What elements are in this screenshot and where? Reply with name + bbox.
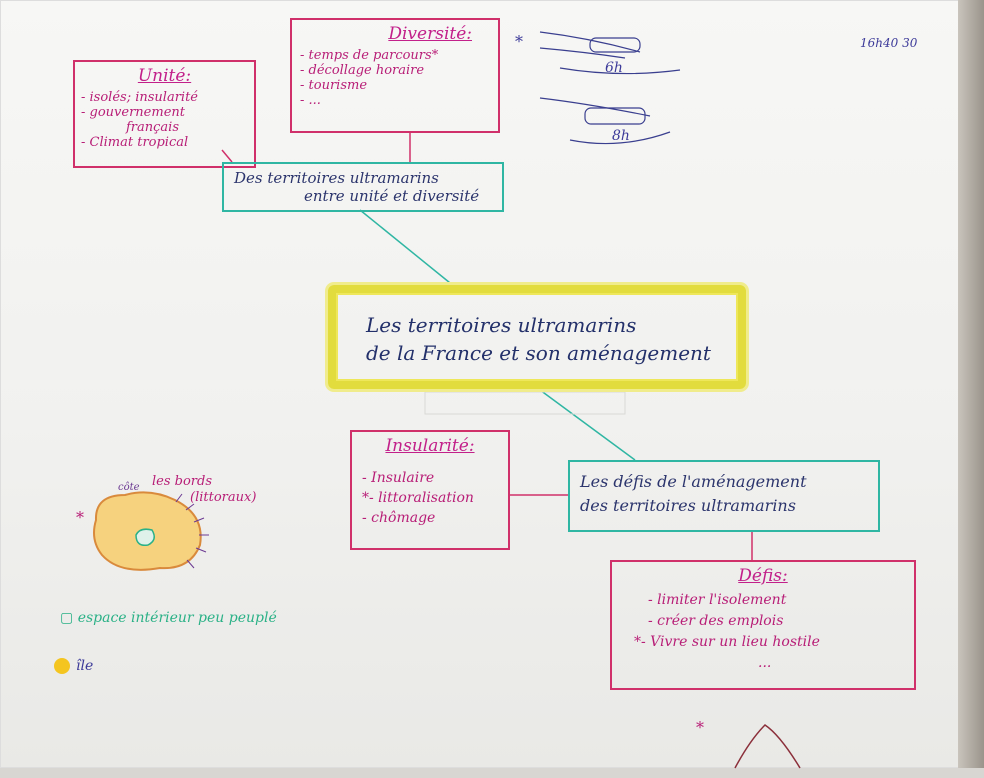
unite-title: Unité: [137, 66, 192, 86]
island-star: * [76, 508, 84, 527]
airplane-sketch-2 [539, 97, 671, 145]
defis-item: - créer des emplois [648, 613, 784, 629]
page-edge [958, 0, 984, 778]
island-label-2: (littoraux) [190, 490, 257, 505]
central-title-line-1: Les territoires ultramarins [366, 313, 637, 337]
defis-item: ... [758, 655, 772, 671]
island-coast-label: côte [118, 482, 140, 493]
defis-item: - limiter l'isolement [648, 592, 787, 608]
flight-time-2: 8h [612, 128, 630, 144]
diversite-item: - ... [300, 93, 321, 108]
insularite-title: Insularité: [385, 436, 475, 456]
link-line-2: entre unité et diversité [304, 187, 480, 205]
defis-link-line-2: des territoires ultramarins [580, 496, 796, 515]
diversite-item: - décollage horaire [300, 63, 425, 78]
flight-star: * [515, 32, 523, 51]
legend-interior: ▢ espace intérieur peu peuplé [60, 610, 277, 626]
island-label: les bords [152, 474, 213, 489]
defis-title: Défis: [738, 566, 788, 586]
defis-item: *- Vivre sur un lieu hostile [634, 634, 820, 650]
bottom-sketch [734, 724, 801, 769]
diversite-box: Diversité: - temps de parcours* - décoll… [290, 18, 500, 133]
territories-link-box: Des territoires ultramarins entre unité … [222, 162, 504, 212]
insularite-item: - chômage [362, 510, 436, 526]
unite-item: - gouvernement [81, 105, 185, 120]
unite-box: Unité: - isolés; insularité - gouverneme… [73, 60, 256, 168]
legend-interior-text: espace intérieur peu peuplé [77, 610, 277, 626]
central-title-line-2: de la France et son aménagement [366, 341, 711, 365]
flight-time-1: 6h [605, 60, 623, 76]
insularite-item: - Insulaire [362, 470, 435, 486]
date-note: 16h40 30 [860, 36, 918, 50]
insularite-item: *- littoralisation [362, 490, 474, 506]
unite-item: français [126, 120, 180, 135]
bottom-strip [0, 768, 984, 778]
challenges-link-box: Les défis de l'aménagement des territoir… [568, 460, 880, 532]
diversite-item: - tourisme [300, 78, 368, 93]
legend-interior-symbol: ▢ [60, 610, 74, 626]
bottom-star: * [696, 718, 704, 737]
central-title-box: Les territoires ultramarins de la France… [328, 285, 746, 389]
defis-box: Défis: - limiter l'isolement - créer des… [610, 560, 916, 690]
defis-link-line-1: Les défis de l'aménagement [580, 472, 807, 491]
unite-item: - isolés; insularité [81, 90, 198, 105]
diversite-item: - temps de parcours* [300, 48, 439, 63]
legend-island-text: île [76, 658, 94, 674]
link-line-1: Des territoires ultramarins [234, 169, 439, 187]
unite-item: - Climat tropical [81, 135, 189, 150]
diversite-title: Diversité: [388, 24, 472, 44]
airplane-sketch-1 [539, 31, 681, 75]
insularite-box: Insularité: - Insulaire *- littoralisati… [350, 430, 510, 550]
island-sketch [93, 491, 209, 571]
island-legend-dot [54, 658, 70, 674]
